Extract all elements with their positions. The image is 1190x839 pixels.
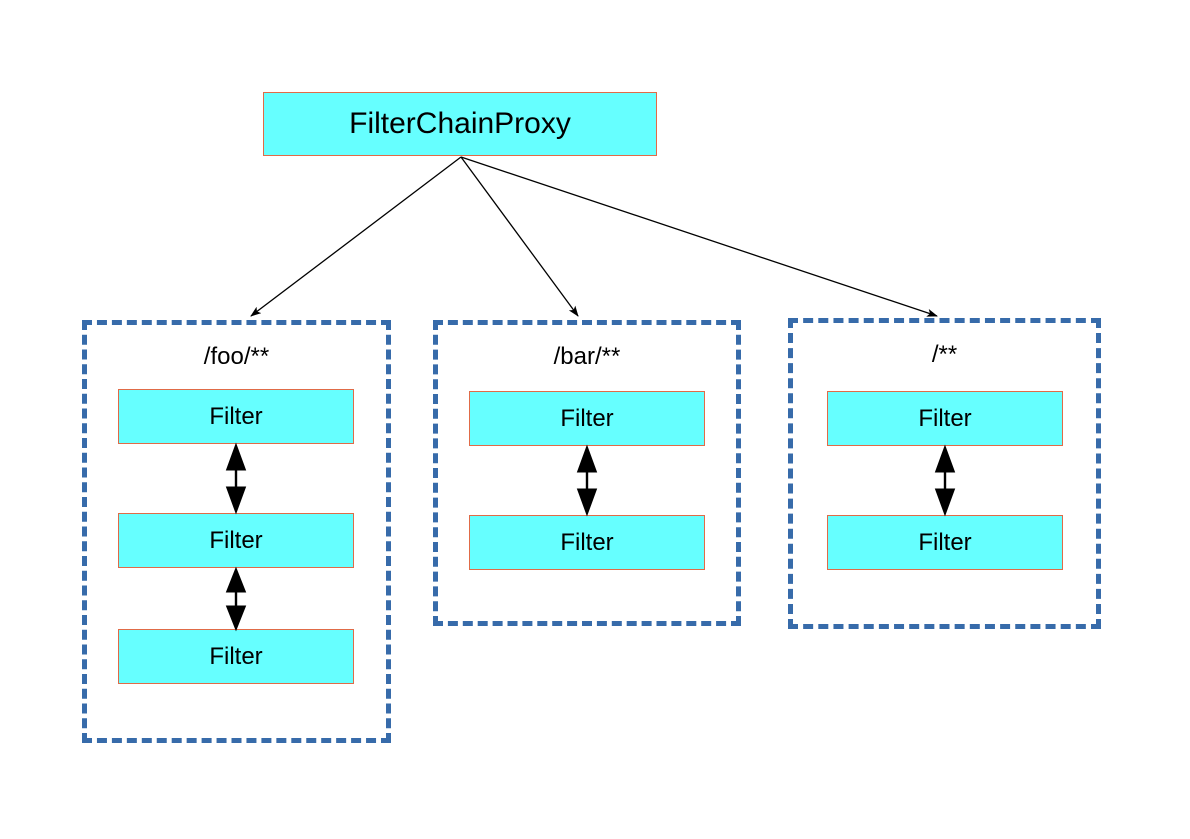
filter-box[interactable]: Filter [469,391,705,446]
filter-box-label: Filter [918,528,972,556]
filter-box[interactable]: Filter [118,513,354,568]
chain-group-all-label: /** [931,341,958,368]
filter-box-label: Filter [560,404,614,432]
filter-box[interactable]: Filter [118,629,354,684]
filter-box[interactable]: Filter [827,391,1063,446]
node-filter-chain-proxy[interactable]: FilterChainProxy [263,92,657,156]
node-filter-chain-proxy-label: FilterChainProxy [349,107,571,140]
filter-box[interactable]: Filter [118,389,354,444]
filter-box-label: Filter [209,642,263,670]
edge-proxy-to-foo [250,156,462,317]
filter-box-label: Filter [918,404,972,432]
filter-box-label: Filter [209,526,263,554]
chain-group-bar-label: /bar/** [553,343,621,370]
chain-group-foo-label: /foo/** [203,343,270,370]
edge-proxy-to-bar [460,156,579,317]
edge-proxy-to-all [460,156,938,317]
filter-box[interactable]: Filter [827,515,1063,570]
filter-box-label: Filter [560,528,614,556]
chain-group-bar[interactable]: /bar/** [433,320,741,626]
chain-group-all[interactable]: /** [788,318,1101,629]
chain-group-foo[interactable]: /foo/** [82,320,391,743]
filter-box-label: Filter [209,402,263,430]
filter-box[interactable]: Filter [469,515,705,570]
